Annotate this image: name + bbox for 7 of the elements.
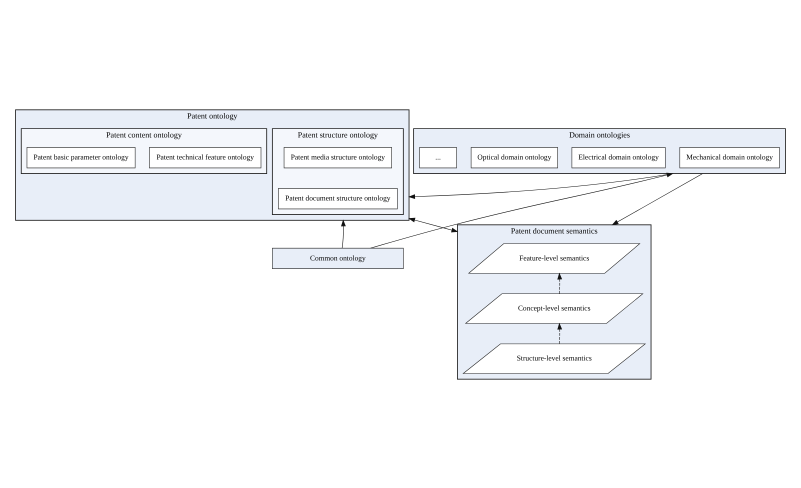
arrow: [612, 172, 703, 225]
arrow: [408, 217, 458, 232]
arrow: [557, 322, 562, 344]
arrow: [341, 218, 346, 248]
arrow: [557, 272, 562, 294]
arrow: [408, 172, 673, 199]
arrow: [370, 172, 674, 248]
